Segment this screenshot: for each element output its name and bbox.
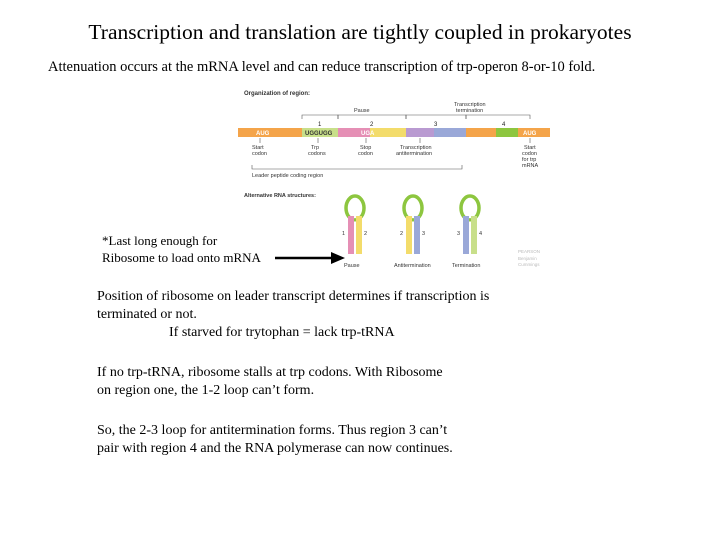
pause-label: Pause xyxy=(354,108,370,114)
para3-line-1: So, the 2-3 loop for antitermination for… xyxy=(97,423,448,438)
pause-pair-left: 1 xyxy=(342,231,345,237)
aug-codon-label-2: AUG xyxy=(523,131,537,137)
region-1-bracket xyxy=(301,114,339,119)
stop-codon-label-1: Stop xyxy=(360,145,371,151)
para1-line-3: If starved for trytophan = lack trp-tRNA xyxy=(169,325,395,340)
publisher-watermark-2: Benjamin xyxy=(518,256,537,261)
paragraph-antitermination: So, the 2-3 loop for antitermination for… xyxy=(97,422,453,458)
termination-label-1: Transcription xyxy=(454,102,486,108)
termination-structure-label: Termination xyxy=(452,263,480,269)
para2-line-2: on region one, the 1-2 loop can’t form. xyxy=(97,383,315,398)
bar-segment-orange-mid xyxy=(466,128,496,137)
termination-pair-right: 4 xyxy=(479,231,482,237)
antitermination-structure-label: Antitermination xyxy=(394,263,431,269)
aug-codon-label-1: AUG xyxy=(256,131,270,137)
start-codon-label-2: codon xyxy=(252,151,267,157)
antitermination-label-1: Transcription xyxy=(400,145,432,151)
attenuation-diagram: Organization of region: Pause Transcript… xyxy=(238,91,550,269)
region-2-number: 2 xyxy=(370,122,374,128)
antitermination-pair-left: 2 xyxy=(400,231,403,237)
note-line-1: *Last long enough for xyxy=(102,233,218,248)
arrow-icon xyxy=(275,252,345,264)
termination-pair-left: 3 xyxy=(457,231,460,237)
antitermination-label-2: antitermination xyxy=(396,151,432,157)
region-3-bracket xyxy=(405,114,467,119)
antitermination-hairpin: 2 3 xyxy=(400,194,425,254)
antitermination-pair-right: 3 xyxy=(422,231,425,237)
note-line-2: Ribosome to load onto mRNA xyxy=(102,250,261,265)
publisher-watermark-3: Cummings xyxy=(518,262,540,267)
para1-line-1: Position of ribosome on leader transcrip… xyxy=(97,289,490,304)
publisher-watermark-1: PEARSON xyxy=(518,249,540,254)
trp-codons-label-2: codons xyxy=(308,151,326,157)
bar-segment-orange-left xyxy=(238,128,302,137)
trp-start-label-1: Start xyxy=(524,145,536,151)
termination-label-2: termination xyxy=(456,108,483,114)
para2-line-1: If no trp-tRNA, ribosome stalls at trp c… xyxy=(97,365,443,380)
slide-title: Transcription and translation are tightl… xyxy=(88,20,632,44)
bar-segment-pink xyxy=(338,128,370,137)
pause-structure-label: Pause xyxy=(344,263,360,269)
pause-pair-right: 2 xyxy=(364,231,367,237)
alt-structures-label: Alternative RNA structures: xyxy=(244,193,316,199)
para1-line-2: terminated or not. xyxy=(97,307,197,322)
pause-hairpin: 1 2 xyxy=(342,194,367,254)
slide-subtitle: Attenuation occurs at the mRNA level and… xyxy=(48,59,596,75)
start-codon-label-1: Start xyxy=(252,145,264,151)
trp-codons-sequence: UGGUGG xyxy=(305,131,333,137)
trp-start-label-2: codon xyxy=(522,151,537,157)
paragraph-ribosome-stall: If no trp-tRNA, ribosome stalls at trp c… xyxy=(97,364,443,400)
bar-segment-green xyxy=(496,128,518,137)
bar-segment-purple xyxy=(406,128,434,137)
trp-start-label-4: mRNA xyxy=(522,163,539,169)
uga-codon-label: UGA xyxy=(361,131,375,137)
attenuation-figure: Organization of region: Pause Transcript… xyxy=(238,85,550,273)
leader-peptide-bracket xyxy=(251,165,463,170)
region-3-number: 3 xyxy=(434,122,438,128)
stop-codon-label-2: codon xyxy=(358,151,373,157)
paragraph-ribosome-position: Position of ribosome on leader transcrip… xyxy=(97,288,489,342)
bar-segment-yellow xyxy=(370,128,406,137)
bar-segment-light-green xyxy=(302,128,338,137)
org-section-label: Organization of region: xyxy=(244,91,310,97)
region-2-bracket xyxy=(337,114,407,119)
region-4-bracket xyxy=(465,114,531,119)
trp-codons-label-1: Trp xyxy=(311,145,319,151)
region-1-number: 1 xyxy=(318,122,322,128)
bar-segment-blue xyxy=(434,128,466,137)
ribosome-note: *Last long enough for Ribosome to load o… xyxy=(102,232,261,266)
termination-hairpin: 3 4 xyxy=(457,194,482,254)
region-4-number: 4 xyxy=(502,122,506,128)
leader-peptide-label: Leader peptide coding region xyxy=(252,173,323,179)
para3-line-2: pair with region 4 and the RNA polymeras… xyxy=(97,441,453,456)
bar-segment-orange-right xyxy=(518,128,550,137)
trp-start-label-3: for trp xyxy=(522,157,536,163)
